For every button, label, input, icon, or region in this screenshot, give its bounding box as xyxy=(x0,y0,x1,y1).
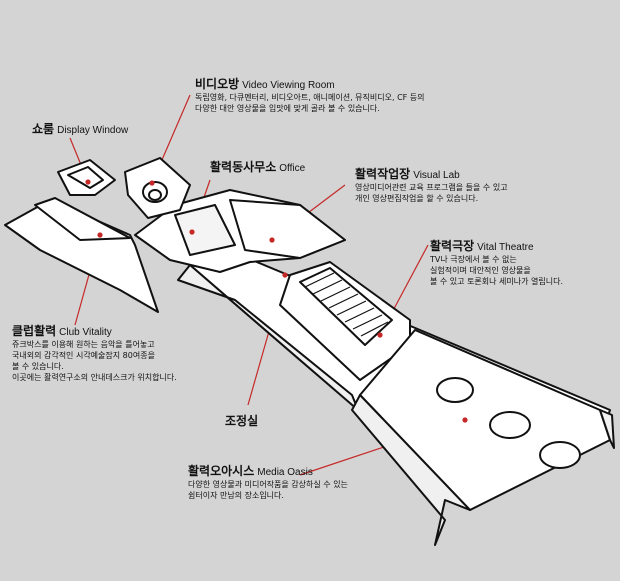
oasis-back-wall xyxy=(351,394,471,546)
oasis-side-wall xyxy=(599,409,615,449)
club-desc-1: 쥬크박스를 이용해 원하는 음악을 틀어놓고 xyxy=(12,340,155,349)
visual-lab-block xyxy=(229,199,346,259)
oasis-title-en: Media Oasis xyxy=(257,467,313,478)
corridor-left-wall xyxy=(177,264,359,411)
office-interior xyxy=(174,204,236,256)
marker-theatre xyxy=(377,332,383,338)
showroom-title: 쇼룸 xyxy=(32,122,55,136)
showroom-title-en: Display Window xyxy=(57,125,129,136)
oasis-seat-3 xyxy=(539,441,581,469)
video-room-desc-1: 독립영화, 다큐멘터리, 비디오아트, 애니메이션, 뮤직비디오, CF 등의 xyxy=(195,93,425,102)
marker-club xyxy=(97,232,103,238)
theatre-title: 활력극장 xyxy=(430,239,475,253)
marker-video-room xyxy=(149,180,155,186)
marker-control xyxy=(282,272,288,278)
theatre-desc-2: 실험적이며 대안적인 영상물을 xyxy=(430,266,531,275)
club-title: 클럽활력 xyxy=(12,324,57,338)
theatre-desc-3: 볼 수 있고 토론회나 세미나가 열립니다. xyxy=(430,277,564,286)
marker-oasis xyxy=(462,417,468,423)
video-room-title: 비디오방 xyxy=(195,77,240,91)
office-title-en: Office xyxy=(279,163,306,174)
location-markers xyxy=(85,179,468,423)
club-desc-4: 이곳에는 활력연구소의 안내데스크가 위치합니다. xyxy=(12,373,177,382)
oasis-desc-1: 다양한 영상물과 미디어작품을 감상하실 수 있는 xyxy=(188,480,348,489)
visual-lab-desc-1: 영상미디어관련 교육 프로그램을 들을 수 있고 xyxy=(355,183,508,192)
visual-lab-title-en: Visual Lab xyxy=(413,170,460,181)
club-desc-2: 국내외의 감각적인 시각예술잡지 80여종을 xyxy=(12,351,155,360)
theatre-desc-1: TV나 극장에서 볼 수 없는 xyxy=(430,255,517,264)
theatre-title-en: Vital Theatre xyxy=(477,242,534,253)
building-structure xyxy=(4,157,615,546)
oasis-seat-1 xyxy=(436,377,474,403)
club-vitality-top xyxy=(34,197,131,241)
visual-lab-desc-2: 개인 영상편집작업을 할 수 있습니다. xyxy=(355,194,479,203)
video-room-screen-inner xyxy=(148,189,162,201)
stair-lines xyxy=(304,272,389,337)
theatre-stairs xyxy=(299,267,393,346)
club-title-en: Club Vitality xyxy=(59,327,112,338)
showroom-window xyxy=(67,166,104,189)
marker-office xyxy=(189,229,195,235)
control-title: 조정실 xyxy=(225,414,259,428)
club-desc-3: 볼 수 있습니다. xyxy=(12,362,64,371)
office-title: 활력동사무소 xyxy=(210,160,277,174)
visual-lab-title: 활력작업장 xyxy=(355,167,411,181)
oasis-title: 활력오아시스 xyxy=(188,464,255,478)
marker-visual-lab xyxy=(269,237,275,243)
video-room-desc-2: 다양한 대안 영상물을 입맛에 맞게 골라 볼 수 있습니다. xyxy=(195,104,380,113)
control-label: 조정실 xyxy=(225,410,258,429)
video-room-title-en: Video Viewing Room xyxy=(242,80,335,91)
oasis-seat-2 xyxy=(489,411,531,439)
marker-showroom xyxy=(85,179,91,185)
oasis-desc-2: 쉼터이자 만남의 장소입니다. xyxy=(188,491,284,500)
